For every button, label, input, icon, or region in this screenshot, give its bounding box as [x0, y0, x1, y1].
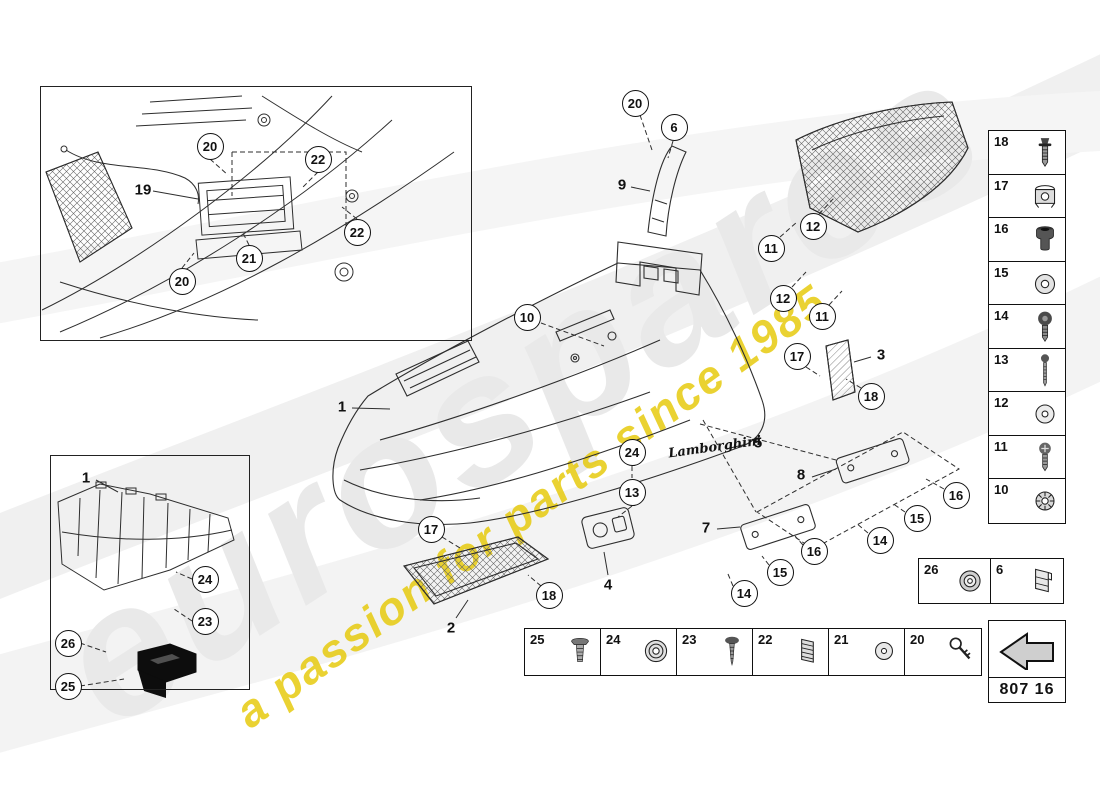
part-cell-number: 20 [910, 632, 925, 647]
callout-16[interactable]: 16 [800, 537, 828, 565]
part-cell-number: 6 [996, 562, 1004, 577]
part-cell-22[interactable]: 22 [753, 629, 829, 675]
part-cell-number: 25 [530, 632, 545, 647]
clip-icon [1028, 563, 1058, 599]
part-cell-6[interactable]: 6 [991, 559, 1063, 603]
washer-icon [1030, 266, 1060, 302]
callout-18[interactable]: 18 [535, 581, 563, 609]
part-cell-18[interactable]: 18 [989, 131, 1065, 175]
part-cell-number: 22 [758, 632, 773, 647]
part-cell-number: 13 [994, 351, 1009, 367]
callout-20[interactable]: 20 [196, 132, 224, 160]
inset-detail-top-left [40, 86, 472, 341]
callout-24[interactable]: 24 [618, 438, 646, 466]
grommet-icon [955, 563, 985, 599]
callout-25[interactable]: 25 [54, 672, 82, 700]
part-cell-number: 26 [924, 562, 939, 577]
button-bolt-icon [1030, 309, 1060, 345]
part-cell-number: 10 [994, 482, 1009, 497]
part-cell-number: 21 [834, 632, 849, 647]
part-cell-23[interactable]: 23 [677, 629, 753, 675]
part-cell-15[interactable]: 15 [989, 262, 1065, 305]
part-cell-21[interactable]: 21 [829, 629, 905, 675]
callout-24[interactable]: 24 [191, 565, 219, 593]
flat-washer-icon [1030, 396, 1060, 432]
page-code-box: 807 16 [988, 620, 1066, 703]
callout-13[interactable]: 13 [618, 478, 646, 506]
spring-clip-icon [793, 633, 823, 669]
cage-nut-icon [1030, 179, 1060, 215]
expander-rivet-icon [565, 633, 595, 669]
part-cell-16[interactable]: 16 [989, 218, 1065, 262]
tapping-screw-icon [717, 633, 747, 669]
callout-10[interactable]: 10 [513, 303, 541, 331]
part-cell-number: 23 [682, 632, 697, 647]
part-cell-number: 11 [994, 438, 1008, 454]
callout-20[interactable]: 20 [168, 267, 196, 295]
part-label-9: 9 [617, 176, 627, 194]
washer-small-icon [869, 633, 899, 669]
page-code: 807 16 [999, 681, 1055, 698]
part-cell-number: 12 [994, 395, 1009, 410]
part-cell-number: 16 [994, 221, 1009, 236]
direction-arrow-icon [989, 621, 1065, 678]
callout-23[interactable]: 23 [191, 607, 219, 635]
part-cell-17[interactable]: 17 [989, 175, 1065, 218]
part-label-19: 19 [134, 181, 152, 199]
callout-16[interactable]: 16 [942, 481, 970, 509]
callout-11[interactable]: 11 [808, 302, 836, 330]
part-label-2: 2 [446, 619, 456, 637]
part-cell-number: 17 [994, 177, 1009, 193]
part-cell-13[interactable]: 13 [989, 349, 1065, 392]
long-screw-icon [1030, 353, 1060, 389]
part-label-3: 3 [876, 346, 886, 364]
inset-detail-bottom-left [50, 455, 250, 690]
part-cell-10[interactable]: 10 [989, 479, 1065, 523]
callout-14[interactable]: 14 [730, 579, 758, 607]
callout-26[interactable]: 26 [54, 629, 82, 657]
part-cell-number: 24 [606, 632, 621, 647]
callout-6[interactable]: 6 [660, 113, 688, 141]
callout-17[interactable]: 17 [417, 515, 445, 543]
flange-bolt-icon [1030, 135, 1060, 171]
part-label-8: 8 [796, 466, 806, 484]
part-cell-11[interactable]: 11 [989, 436, 1065, 479]
part-cell-26[interactable]: 26 [919, 559, 991, 603]
callout-15[interactable]: 15 [903, 504, 931, 532]
grommet-large-icon [641, 633, 671, 669]
bushing-icon [1030, 222, 1060, 258]
callout-12[interactable]: 12 [769, 284, 797, 312]
part-cell-24[interactable]: 24 [601, 629, 677, 675]
pan-screw-icon [1030, 440, 1060, 476]
callout-21[interactable]: 21 [235, 244, 263, 272]
part-label-5: 5 [753, 434, 763, 452]
part-label-1: 1 [81, 469, 91, 487]
part-cell-number: 14 [994, 308, 1009, 323]
part-label-7: 7 [701, 519, 711, 537]
callout-15[interactable]: 15 [766, 558, 794, 586]
callout-22[interactable]: 22 [343, 218, 371, 246]
part-cell-25[interactable]: 25 [525, 629, 601, 675]
part-label-4: 4 [603, 576, 613, 594]
key-bolt-icon [946, 633, 976, 669]
parts-column: 18 17 16 15 14 13 12 11 10 [988, 130, 1066, 524]
callout-12[interactable]: 12 [799, 212, 827, 240]
part-label-1: 1 [337, 398, 347, 416]
part-cell-14[interactable]: 14 [989, 305, 1065, 349]
callout-11[interactable]: 11 [757, 234, 785, 262]
callout-18[interactable]: 18 [857, 382, 885, 410]
part-cell-number: 15 [994, 264, 1009, 280]
part-cell-12[interactable]: 12 [989, 392, 1065, 436]
callout-14[interactable]: 14 [866, 526, 894, 554]
part-cell-20[interactable]: 20 [905, 629, 981, 675]
parts-row: 25 24 23 22 21 20 [524, 628, 982, 676]
callout-17[interactable]: 17 [783, 342, 811, 370]
callout-22[interactable]: 22 [304, 145, 332, 173]
part-cell-number: 18 [994, 134, 1009, 149]
callout-20[interactable]: 20 [621, 89, 649, 117]
star-nut-icon [1030, 483, 1060, 519]
parts-aux-box: 26 6 [918, 558, 1064, 604]
